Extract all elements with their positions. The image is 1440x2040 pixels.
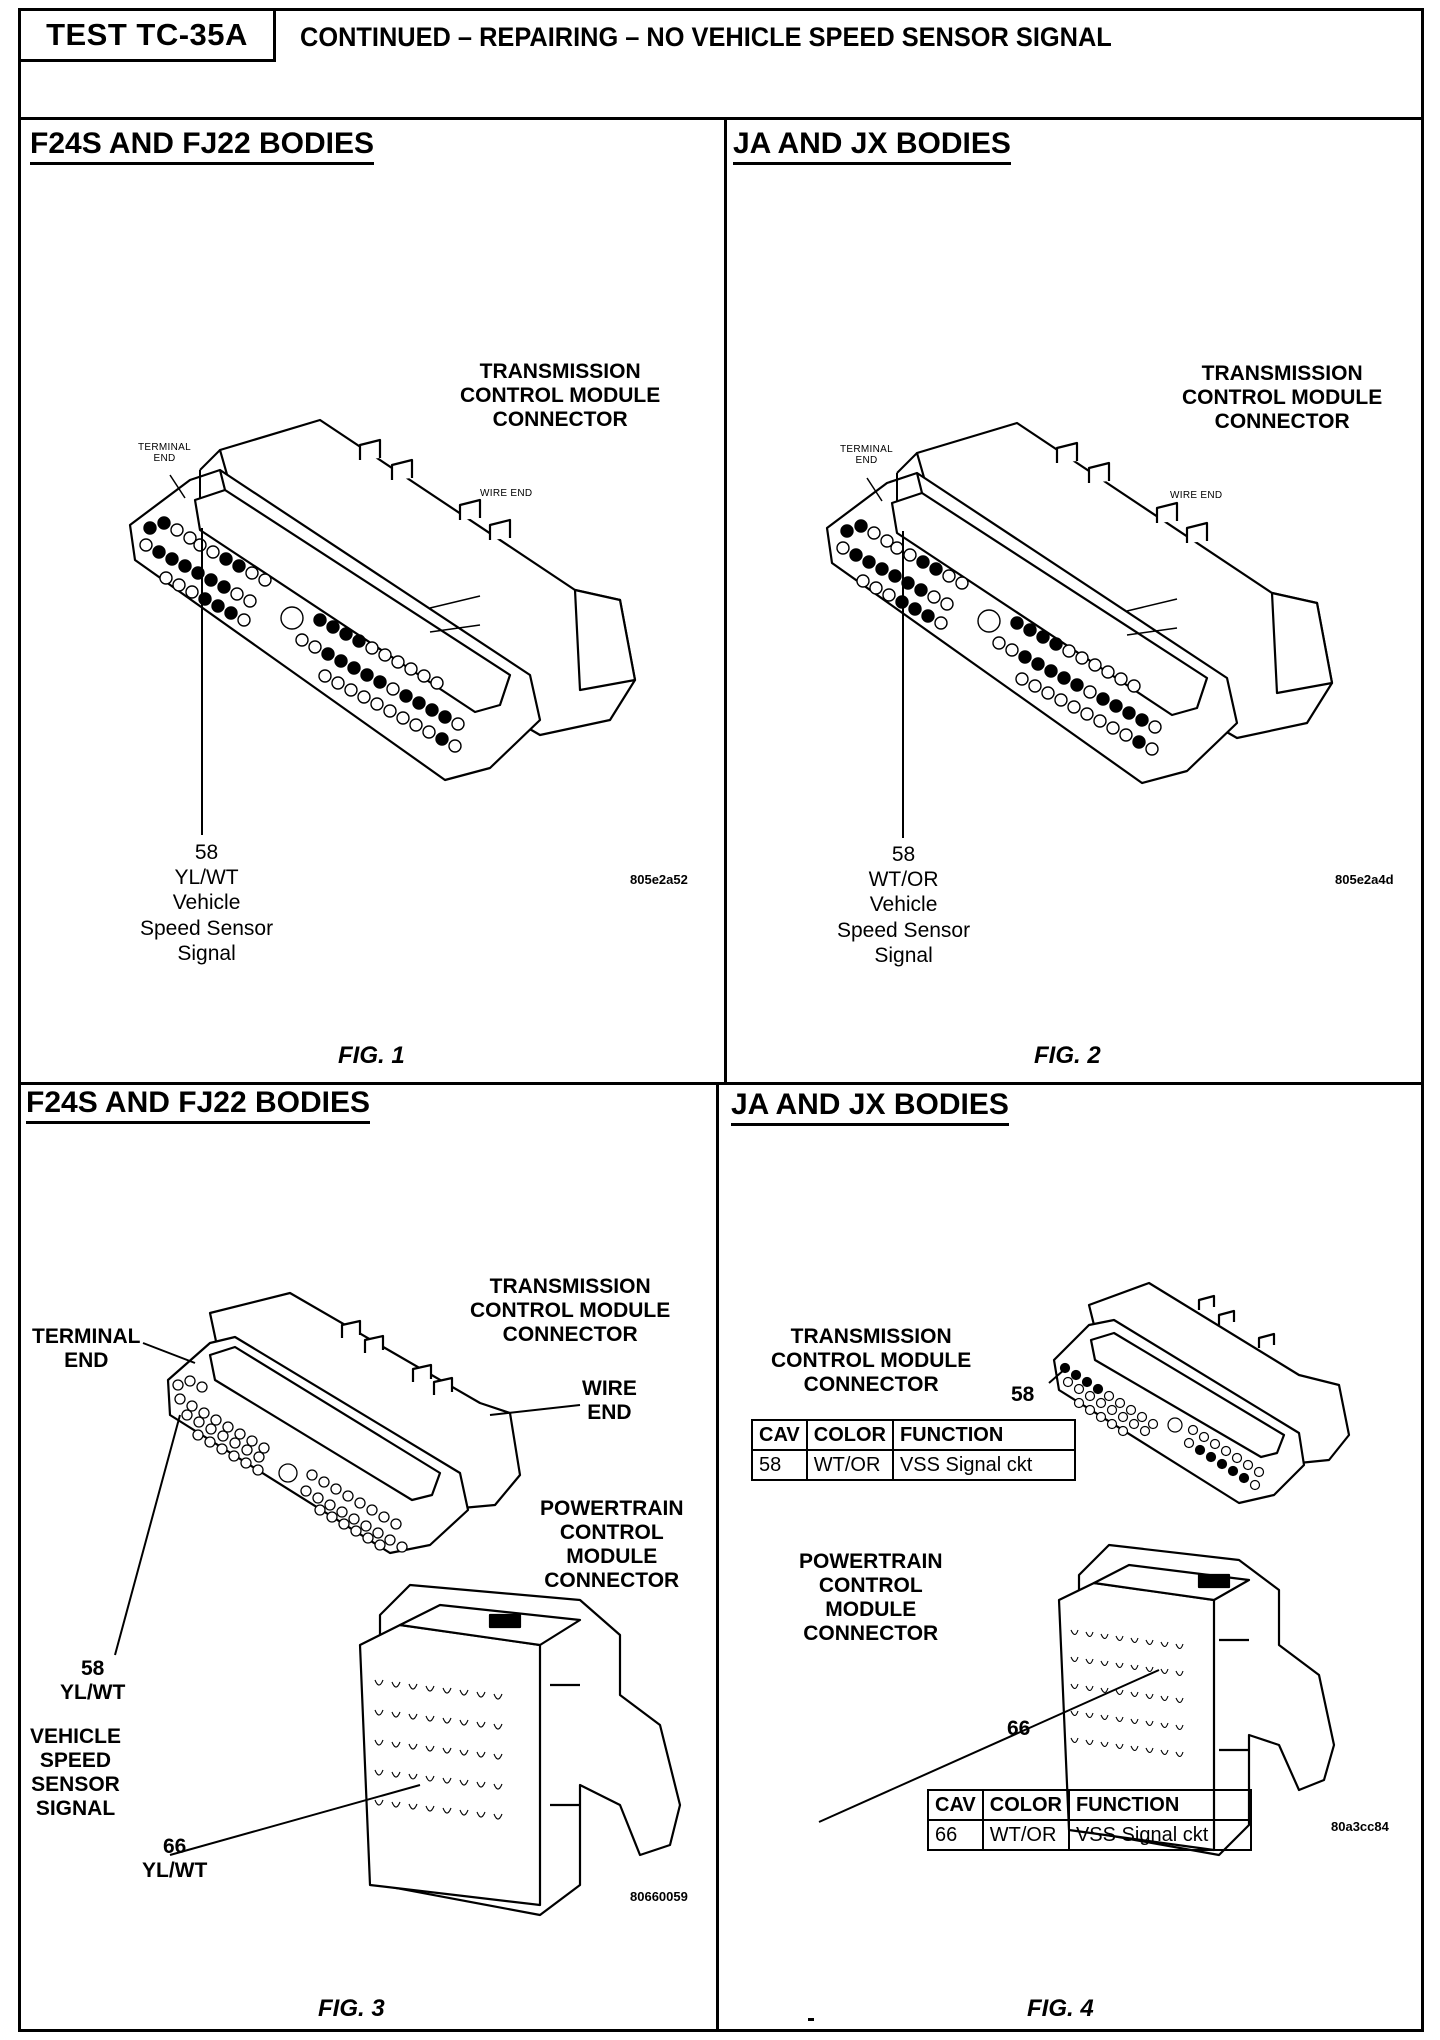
middle-divider — [18, 1082, 1424, 1085]
figure-3-heading: F24S AND FJ22 BODIES — [26, 1087, 370, 1124]
table-header-function: FUNCTION — [1067, 1789, 1252, 1821]
table-cell-function: VSS Signal ckt — [891, 1449, 1076, 1481]
table-cell-color: WT/OR — [805, 1449, 894, 1481]
bottom-center-divider — [716, 1082, 719, 2032]
table-cell-cav: 58 — [751, 1449, 808, 1481]
header-divider — [18, 117, 1424, 120]
fig1-label: FIG. 1 — [338, 1042, 405, 1069]
table-header-cav: CAV — [927, 1789, 984, 1821]
figure-4-heading: JA AND JX BODIES — [731, 1089, 1009, 1126]
fig2-tcm-label: TRANSMISSION CONTROL MODULE CONNECTOR — [1182, 362, 1383, 434]
table-header-color: COLOR — [805, 1419, 894, 1451]
figure-1-heading: F24S AND FJ22 BODIES — [30, 128, 374, 165]
fig3-pin58-callout: 58 YL/WT — [60, 1657, 126, 1705]
fig4-tcm-label: TRANSMISSION CONTROL MODULE CONNECTOR — [771, 1325, 972, 1397]
fig4-tcm-cavity-table: CAV COLOR FUNCTION 58 WT/OR VSS Signal c… — [751, 1419, 1076, 1481]
figure-1-panel: F24S AND FJ22 BODIES — [20, 120, 724, 1082]
fig2-terminal-end: TERMINAL END — [840, 444, 893, 466]
fig2-wire-end: WIRE END — [1170, 490, 1223, 501]
page-title: CONTINUED – REPAIRING – NO VEHICLE SPEED… — [300, 22, 1112, 52]
fig4-code: 80a3cc84 — [1331, 1819, 1389, 1834]
fig4-label: FIG. 4 — [1027, 1995, 1094, 2022]
table-row: 58 WT/OR VSS Signal ckt — [751, 1449, 1076, 1481]
table-cell-cav: 66 — [927, 1819, 984, 1851]
top-center-divider — [724, 117, 727, 1085]
fig2-label: FIG. 2 — [1034, 1042, 1101, 1069]
page-frame — [18, 8, 1424, 2032]
test-id: TEST TC-35A — [46, 17, 248, 52]
figure-2-panel: JA AND JX BODIES — [727, 120, 1424, 1082]
table-header-color: COLOR — [981, 1789, 1070, 1821]
fig3-label: FIG. 3 — [318, 1995, 385, 2022]
fig3-pcm-label: POWERTRAIN CONTROL MODULE CONNECTOR — [540, 1497, 684, 1593]
fig4-pcm-label: POWERTRAIN CONTROL MODULE CONNECTOR — [799, 1550, 943, 1646]
fig3-pin66-callout: 66 YL/WT — [142, 1835, 208, 1883]
table-header-function: FUNCTION — [891, 1419, 1076, 1451]
fig4-pin66: 66 — [1007, 1717, 1031, 1740]
fig3-vss-label: VEHICLE SPEED SENSOR SIGNAL — [30, 1725, 122, 1821]
table-header-cav: CAV — [751, 1419, 808, 1451]
figure-2-heading: JA AND JX BODIES — [733, 128, 1011, 165]
fig3-code: 80660059 — [630, 1889, 688, 1904]
fig3-terminal-end: TERMINAL END — [32, 1325, 141, 1373]
fig2-code: 805e2a4d — [1335, 872, 1394, 887]
fig1-code: 805e2a52 — [630, 872, 688, 887]
fig3-tcm-label: TRANSMISSION CONTROL MODULE CONNECTOR — [470, 1275, 671, 1347]
fig1-pin-callout: 58 YL/WT Vehicle Speed Sensor Signal — [140, 841, 274, 965]
tcm-connector-icon — [825, 421, 1334, 838]
page-mark — [808, 2018, 814, 2021]
fig1-terminal-end: TERMINAL END — [138, 442, 191, 464]
figure-3-panel: F24S AND FJ22 BODIES — [20, 1085, 716, 2030]
fig1-wire-end: WIRE END — [480, 488, 533, 499]
tcm-connector-icon — [818, 1281, 1351, 1857]
fig2-pin-callout: 58 WT/OR Vehicle Speed Sensor Signal — [837, 843, 971, 967]
figure-4-panel: JA AND JX BODIES — [719, 1085, 1424, 2030]
table-cell-color: WT/OR — [981, 1819, 1070, 1851]
table-row: 66 WT/OR VSS Signal ckt — [927, 1819, 1252, 1851]
fig4-pin58: 58 — [1011, 1383, 1035, 1406]
fig1-tcm-label: TRANSMISSION CONTROL MODULE CONNECTOR — [460, 360, 661, 432]
test-id-box: TEST TC-35A — [18, 8, 276, 62]
table-cell-function: VSS Signal ckt — [1067, 1819, 1252, 1851]
fig4-pcm-cavity-table: CAV COLOR FUNCTION 66 WT/OR VSS Signal c… — [927, 1789, 1252, 1851]
tcm-connector-icon — [114, 1291, 682, 1917]
fig3-wire-end: WIRE END — [582, 1377, 637, 1425]
tcm-connector-icon — [128, 418, 637, 835]
